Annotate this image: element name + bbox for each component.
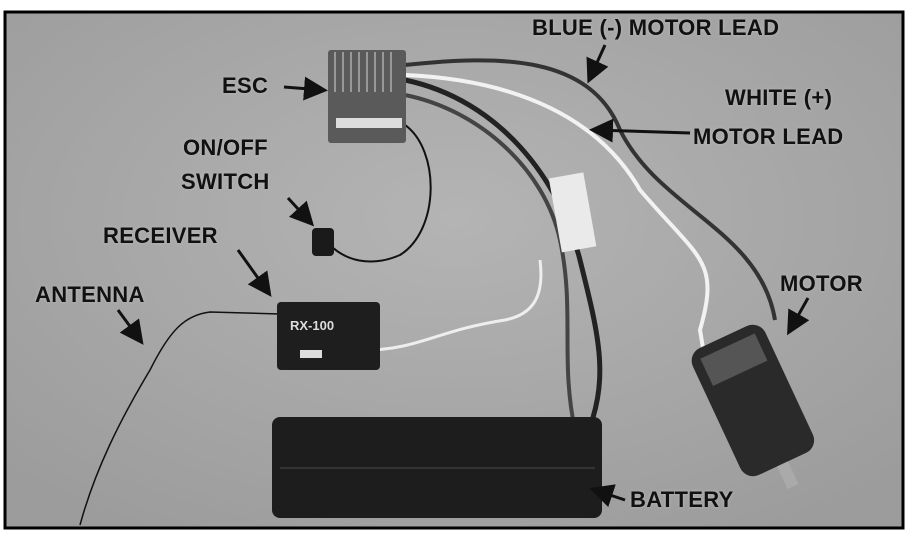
label-blue-motor-lead: BLUE (-) MOTOR LEAD <box>532 15 780 40</box>
switch-wire <box>329 124 432 263</box>
label-antenna: ANTENNA <box>35 282 145 307</box>
on-off-switch <box>312 228 334 256</box>
label-esc: ESC <box>222 73 269 98</box>
label-receiver: RECEIVER <box>103 223 218 248</box>
label-on-off-2: SWITCH <box>181 169 270 194</box>
label-motor: MOTOR <box>780 271 863 296</box>
motor <box>691 324 815 490</box>
label-white-motor-lead-2: MOTOR LEAD <box>693 124 844 149</box>
receiver <box>277 302 380 370</box>
white-motor-lead <box>404 73 710 361</box>
receiver-lead <box>371 259 543 352</box>
antenna-wire <box>79 311 281 526</box>
receiver-marking: RX-100 <box>290 318 335 333</box>
label-on-off-1: ON/OFF <box>183 135 268 160</box>
label-white-motor-lead-1: WHITE (+) <box>725 85 833 110</box>
battery-wire-black <box>404 77 603 441</box>
wire-connector <box>548 172 597 253</box>
label-battery: BATTERY <box>630 487 734 512</box>
